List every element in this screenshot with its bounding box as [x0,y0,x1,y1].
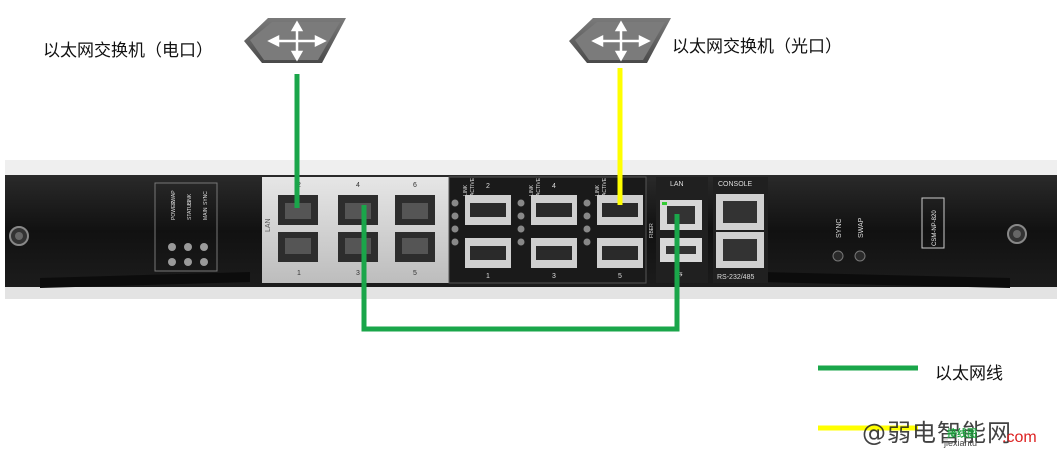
rj45-port-6[interactable] [395,195,435,225]
sfp-num-4: 4 [552,183,556,190]
rj45-num-4: 4 [356,182,360,189]
sfp-led-label-active-1: ACTIVE [470,177,476,196]
watermark-sub2: jiexiantu [944,438,978,448]
rj45-num-3: 3 [356,270,360,277]
sfp-led-label-link-2: LINK [529,184,535,196]
led-status-block [154,182,218,272]
right-thumb-screw [1007,224,1027,244]
status-leds [168,243,208,266]
watermark-sub1: 接线图 [947,429,977,440]
rj45-group-label: LAN [265,218,272,232]
sfp-port-4[interactable] [531,195,577,225]
led-label-link: LINK [187,193,193,205]
sfp-ports [465,195,643,268]
watermark-sub3: .com [1002,429,1037,446]
sfp-port-5[interactable] [597,238,643,268]
legend-green-label: 以太网线 [935,364,1003,384]
green-cable-port4-to-lan [361,205,680,332]
model-label-box [921,197,945,249]
rj45-num-1: 1 [297,270,301,277]
console-ports [716,194,764,268]
switch-electrical-label: 以太网交换机（电口） [43,41,213,61]
sfp-leds [451,199,591,246]
sfp-port-2[interactable] [465,195,511,225]
led-label-sync: SYNC [203,191,209,205]
model-label: CSM-NP-820 [932,210,938,246]
sfp-num-2: 2 [486,183,490,190]
usb-port[interactable] [660,238,702,262]
switch-icon-optical [569,18,671,63]
right-ejector-handle [760,272,1010,288]
rj45-num-5: 5 [413,270,417,277]
fiber-label: FIBER [649,223,655,238]
sfp-led-label-link-1: LINK [463,184,469,196]
lan-label: LAN [670,181,684,188]
sync-label: SYNC [836,219,843,238]
rj45-port-1[interactable] [278,232,318,262]
left-thumb-screw [9,226,29,246]
rj45-num-6: 6 [413,182,417,189]
watermark-text: @弱电智能网 [862,419,1012,447]
switch-icon-electrical [244,18,346,63]
sync-button[interactable] [832,250,844,262]
rj45-ports [278,195,435,262]
chassis-top-rail [5,160,1057,176]
sfp-port-3[interactable] [531,238,577,268]
rj45-port-block [262,177,449,283]
led-label-power: POWER [171,201,177,220]
rj45-port-5[interactable] [395,232,435,262]
rj45-port-4[interactable] [338,195,378,225]
sfp-num-1: 1 [486,273,490,280]
sfp-num-5: 5 [618,273,622,280]
console-port-bottom[interactable] [716,232,764,268]
console-port-top[interactable] [716,194,764,230]
sfp-led-label-link-3: LINK [595,184,601,196]
swap-button[interactable] [854,250,866,262]
led-label-status: STATUS [187,200,193,220]
rs-label: RS-232/485 [717,274,754,281]
chassis-bottom-rail [5,285,1057,299]
led-label-swap: SWAP [171,190,177,205]
led-label-main: MAIN [203,207,209,220]
sfp-port-1[interactable] [465,238,511,268]
swap-label: SWAP [858,217,865,238]
sfp-led-label-active-3: ACTIVE [602,177,608,196]
switch-optical-label: 以太网交换机（光口） [672,37,842,57]
sfp-num-3: 3 [552,273,556,280]
rj45-port-3[interactable] [338,232,378,262]
sfp-led-label-active-2: ACTIVE [536,177,542,196]
mgmt-lan-port[interactable] [660,200,702,230]
console-label: CONSOLE [718,181,753,188]
left-ejector-handle [40,272,250,288]
